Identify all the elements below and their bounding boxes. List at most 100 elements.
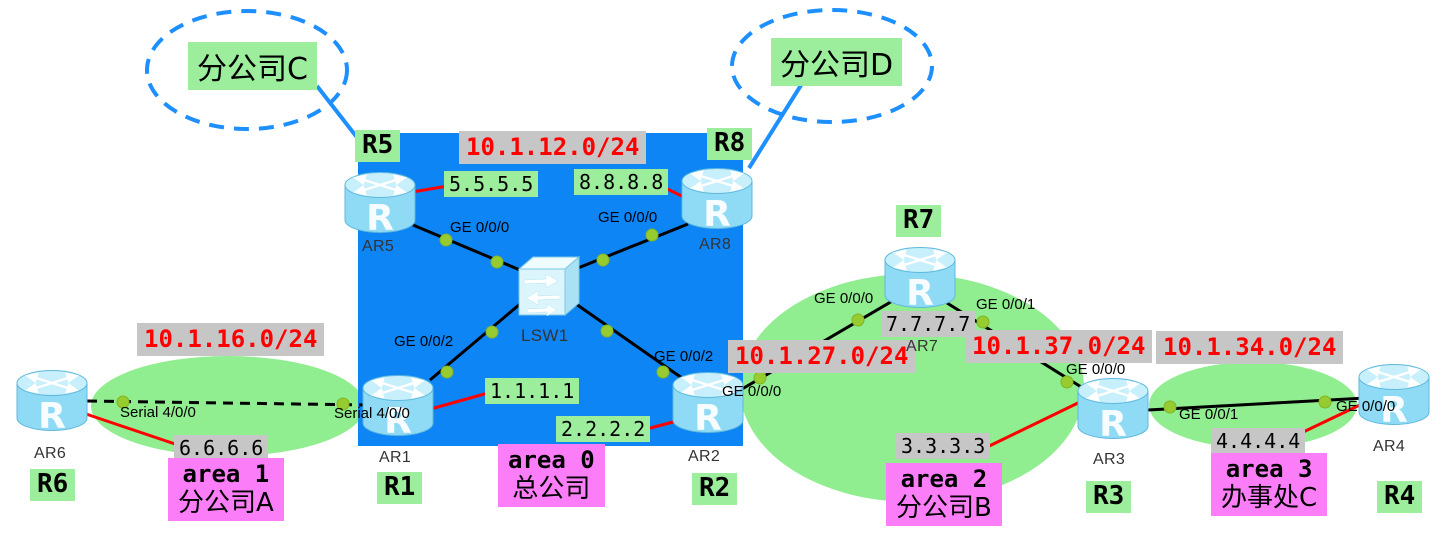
device-label-ar4: AR4 <box>1373 438 1406 455</box>
router-icon-ar5[interactable]: R <box>343 171 417 239</box>
area-box-2-id: area 2 <box>900 465 988 493</box>
router-letter: R <box>906 273 934 310</box>
area1-ellipse <box>91 356 365 456</box>
iface-label-ar6-serial: Serial 4/0/0 <box>120 404 196 421</box>
link-ar8-lsw1[interactable] <box>572 222 689 272</box>
area-box-1-id: area 1 <box>182 460 270 488</box>
router-icon-ar1[interactable]: R <box>361 374 435 442</box>
area-box-2: area 2 分公司B <box>886 463 1002 527</box>
cloud-ellipse-c <box>145 9 349 131</box>
loopback-label-ar5: 5.5.5.5 <box>444 171 539 197</box>
leader-loopback-ar3 <box>980 400 1081 452</box>
port-dot <box>1318 395 1332 409</box>
subnet-label-10-1-16: 10.1.16.0/24 <box>137 323 325 356</box>
router-glyph: R <box>344 172 416 239</box>
device-label-ar1: AR1 <box>379 449 412 466</box>
area-box-1-site: 分公司A <box>178 487 274 518</box>
port-dot <box>485 325 499 339</box>
node-badge-r2: R2 <box>692 473 738 505</box>
router-letter: R <box>694 398 722 435</box>
router-icon-ar2[interactable]: R <box>671 371 745 439</box>
node-badge-r4: R4 <box>1377 481 1423 513</box>
device-label-ar2: AR2 <box>688 448 721 465</box>
iface-label-ar1-ge002: GE 0/0/2 <box>394 333 454 350</box>
node-badge-r7: R7 <box>896 205 942 237</box>
router-letter: R <box>384 401 412 438</box>
port-dot <box>336 397 350 411</box>
link-ar6-ar1-serial[interactable] <box>86 399 367 407</box>
cloud-label-c: 分公司C <box>188 42 317 90</box>
router-letter: R <box>1380 390 1408 427</box>
iface-label-ar1-serial: Serial 4/0/0 <box>334 405 410 422</box>
device-label-lsw1: LSW1 <box>521 326 569 345</box>
router-letter: R <box>1099 404 1127 441</box>
area-box-2-site: 分公司B <box>896 492 992 523</box>
device-label-ar5: AR5 <box>362 238 395 255</box>
iface-label-ar5-ge000: GE 0/0/0 <box>450 219 510 236</box>
node-badge-r1: R1 <box>377 472 423 504</box>
router-icon-ar4[interactable]: R <box>1357 363 1431 431</box>
port-dot <box>645 228 659 242</box>
iface-label-ar2-ge002: GE 0/0/2 <box>654 348 714 365</box>
port-dot <box>1060 375 1074 389</box>
switch-icon-lsw1[interactable] <box>513 251 583 325</box>
device-label-ar8: AR8 <box>699 236 732 253</box>
router-glyph: R <box>1077 378 1149 445</box>
node-badge-r3: R3 <box>1086 481 1132 513</box>
area-box-3: area 3 办事处C <box>1211 453 1328 517</box>
cloud-line-c-r5 <box>315 84 361 142</box>
cloud-line-d-r8 <box>747 80 805 170</box>
area-box-1: area 1 分公司A <box>168 458 284 522</box>
area-box-3-id: area 3 <box>1225 455 1313 483</box>
node-badge-r5: R5 <box>355 130 401 162</box>
cloud-label-d: 分公司D <box>771 38 903 86</box>
iface-label-ar8-ge000: GE 0/0/0 <box>598 209 658 226</box>
node-badge-r6: R6 <box>30 469 76 501</box>
subnet-label-10-1-12: 10.1.12.0/24 <box>459 131 647 164</box>
device-label-ar3: AR3 <box>1093 451 1126 468</box>
port-dot <box>439 233 453 247</box>
port-dot <box>596 253 610 267</box>
router-icon-ar6[interactable]: R <box>15 369 89 437</box>
router-glyph: R <box>16 370 88 437</box>
iface-label-ar7-ge000: GE 0/0/0 <box>814 290 874 307</box>
port-dot <box>656 365 670 379</box>
router-icon-ar8[interactable]: R <box>680 167 754 235</box>
loopback-label-ar1: 1.1.1.1 <box>485 378 580 404</box>
port-dot <box>851 313 865 327</box>
subnet-label-10-1-37: 10.1.37.0/24 <box>965 330 1153 363</box>
router-glyph: R <box>884 247 956 314</box>
iface-label-ar3-ge001: GE 0/0/1 <box>1179 406 1239 423</box>
router-icon-ar7[interactable]: R <box>883 246 957 314</box>
port-dot <box>1163 400 1177 414</box>
router-letter: R <box>38 396 66 433</box>
router-glyph: R <box>681 168 753 235</box>
loopback-label-ar4: 4.4.4.4 <box>1211 428 1306 454</box>
leader-loopback-ar1 <box>426 391 489 412</box>
port-dots <box>116 228 1332 414</box>
device-label-ar6: AR6 <box>34 445 67 462</box>
router-letter: R <box>366 198 394 235</box>
router-icon-ar3[interactable]: R <box>1076 377 1150 445</box>
loopback-label-ar6: 6.6.6.6 <box>174 435 269 461</box>
router-letter: R <box>703 194 731 231</box>
loopback-label-ar8: 8.8.8.8 <box>574 169 669 195</box>
area-box-0: area 0 总公司 <box>498 444 605 508</box>
area-box-0-id: area 0 <box>508 446 595 474</box>
subnet-label-10-1-34: 10.1.34.0/24 <box>1156 331 1344 364</box>
area-box-3-site: 办事处C <box>1221 482 1318 513</box>
device-label-ar7: AR7 <box>906 338 939 355</box>
port-dot <box>116 395 130 409</box>
port-dot <box>440 365 454 379</box>
port-dot <box>600 324 614 338</box>
loopback-label-ar3: 3.3.3.3 <box>896 433 991 459</box>
node-badge-r8: R8 <box>707 128 753 160</box>
iface-label-ar4-ge000: GE 0/0/0 <box>1336 398 1396 415</box>
router-glyph: R <box>362 375 434 442</box>
port-dot <box>490 255 504 269</box>
iface-label-ar3-ge000: GE 0/0/0 <box>1066 361 1126 378</box>
subnet-label-10-1-27: 10.1.27.0/24 <box>728 340 916 373</box>
iface-label-ar2-ge000: GE 0/0/0 <box>722 383 782 400</box>
area-box-0-site: 总公司 <box>512 473 591 504</box>
